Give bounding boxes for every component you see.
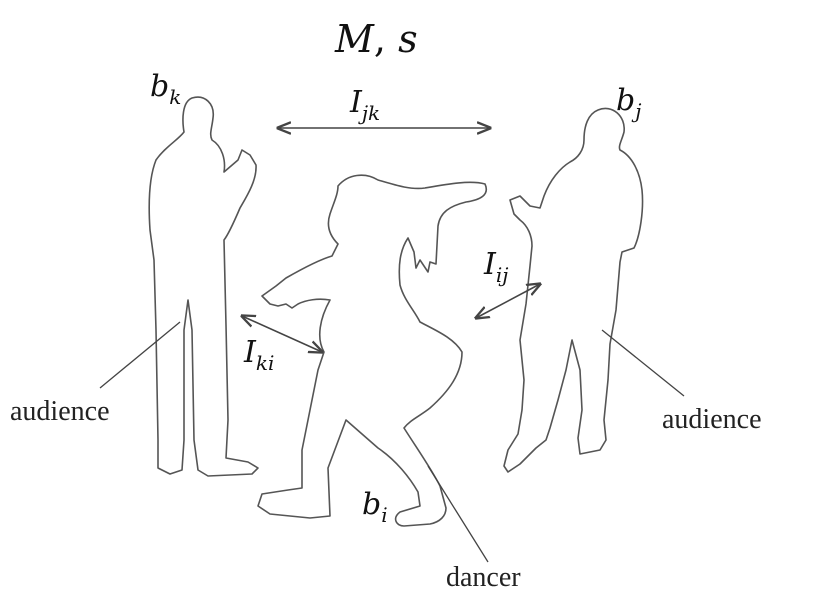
label-bi: bi xyxy=(362,487,388,527)
label-iij: Iij xyxy=(483,247,508,287)
audience-right-silhouette xyxy=(503,107,644,473)
label-bk: bk xyxy=(150,69,181,109)
pointer-audience-left xyxy=(99,321,181,389)
label-bj: bj xyxy=(616,83,641,123)
label-iki: Iki xyxy=(243,335,274,375)
caption-audience-right: audience xyxy=(662,404,762,435)
pointer-dancer xyxy=(427,465,489,563)
label-ijk: Ijk xyxy=(349,85,380,125)
caption-dancer: dancer xyxy=(446,562,521,592)
title-symbol-m: M xyxy=(334,17,375,61)
pointer-audience-right xyxy=(601,329,685,397)
dancer-silhouette xyxy=(257,174,487,527)
caption-audience-left: audience xyxy=(10,396,110,427)
arrow-ij xyxy=(476,284,540,318)
title: M, s xyxy=(334,17,418,61)
title-symbol-s: s xyxy=(398,17,418,61)
title-separator: , xyxy=(374,17,398,61)
arrow-ki xyxy=(242,316,322,352)
audience-left-silhouette xyxy=(148,96,259,477)
